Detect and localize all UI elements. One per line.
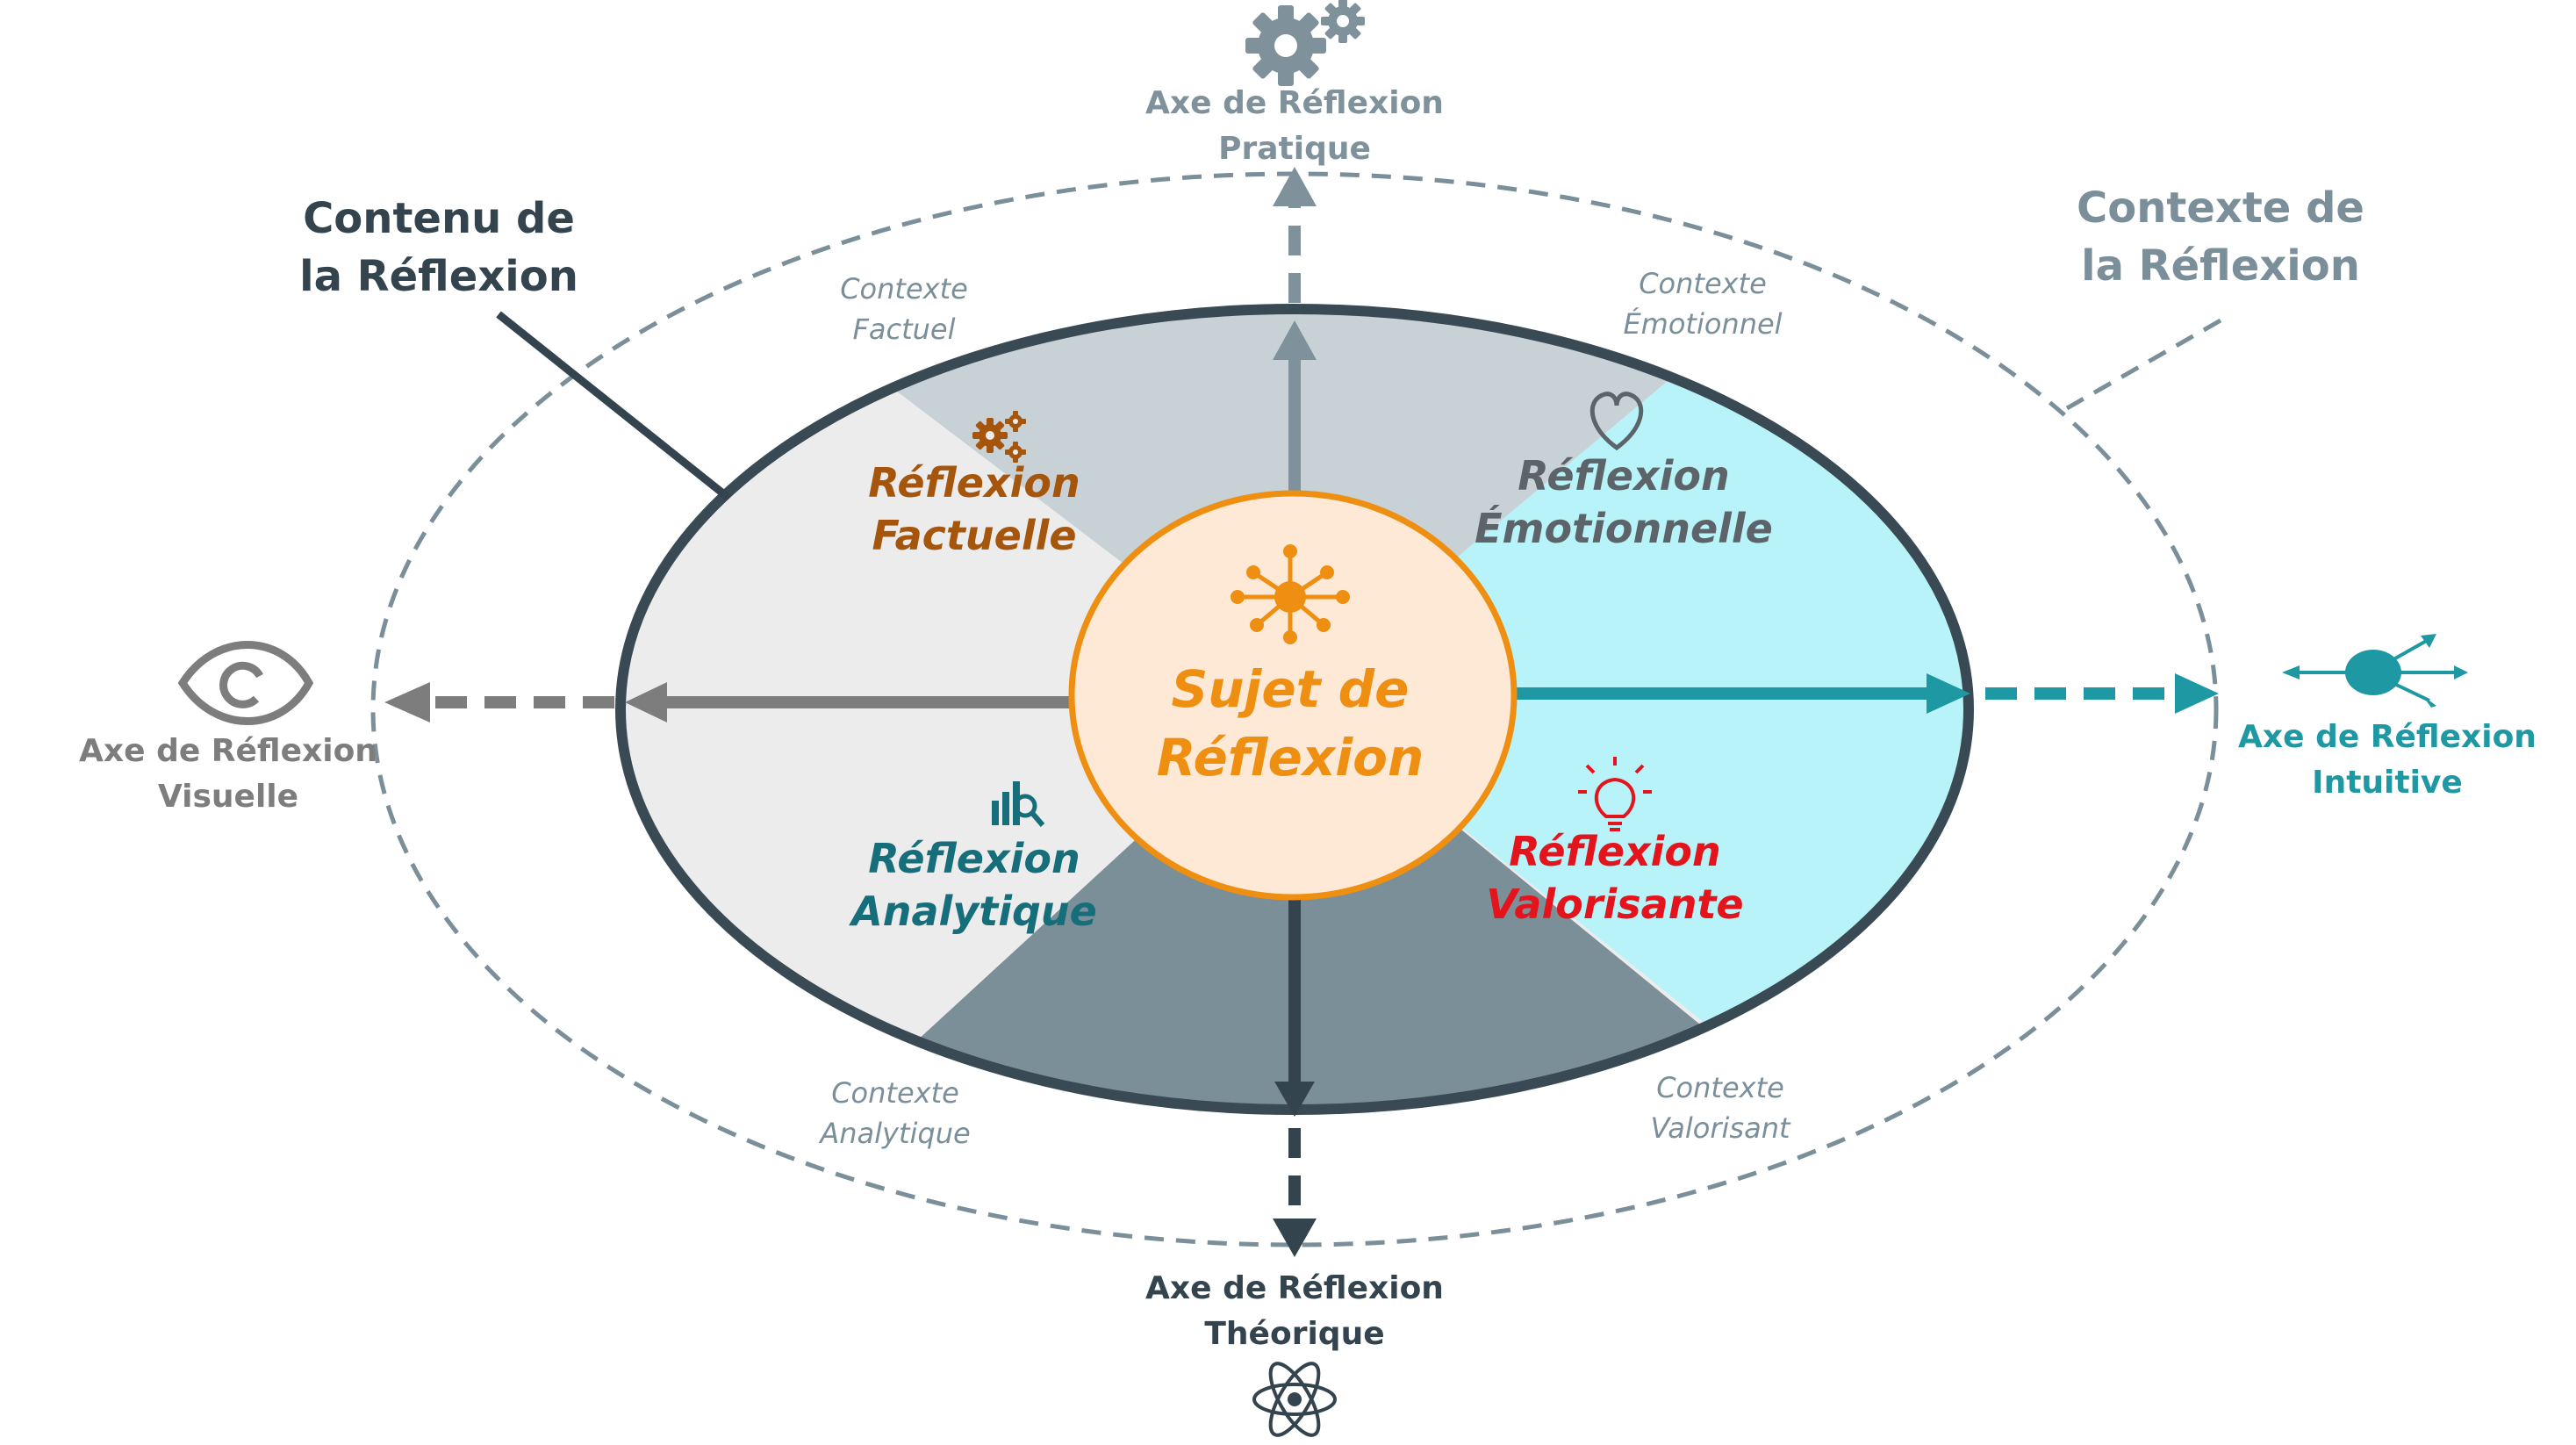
content-pointer-line <box>496 311 731 501</box>
quadrant-bottom <box>807 694 1843 1110</box>
bottom-axis-outer-arrowhead <box>1273 1219 1317 1257</box>
content-label: Contenu de la Réflexion <box>299 194 578 301</box>
bottom-axis-label: Axe de Réflexion Théorique <box>1145 1270 1444 1352</box>
section-emotionnelle-label: Réflexion Émotionnelle <box>1475 452 1773 552</box>
top-axis-label: Axe de Réflexion Pratique <box>1145 85 1444 167</box>
lightbulb-icon <box>1578 757 1652 831</box>
left-axis-outer-arrowhead <box>384 682 430 722</box>
context-pointer-line <box>2065 318 2222 411</box>
context-analytique-label: Contexte Analytique <box>820 1076 971 1150</box>
section-factuelle-label: Réflexion Factuelle <box>868 459 1080 559</box>
sun-network-icon <box>1231 544 1350 644</box>
section-analytique-label: Réflexion Analytique <box>851 835 1097 935</box>
context-valorisant-label: Contexte Valorisant <box>1650 1071 1790 1145</box>
atom-icon <box>1252 1362 1337 1437</box>
right-axis-outer-arrowhead <box>2175 673 2219 714</box>
node-arrows-icon <box>2282 634 2468 708</box>
context-label: Contexte de la Réflexion <box>2077 183 2364 291</box>
right-axis-inner-arrowhead <box>1927 673 1970 714</box>
center-circle <box>1068 490 1518 901</box>
left-axis-label: Axe de Réflexion Visuelle <box>79 733 377 815</box>
center-title: Sujet de Réflexion <box>1156 659 1424 787</box>
left-axis-inner-arrowhead <box>625 682 667 722</box>
analytics-icon <box>992 781 1045 827</box>
factuelle-gears-icon <box>972 411 1026 463</box>
eye-icon <box>177 641 314 725</box>
context-factuel-label: Contexte Factuel <box>840 272 968 346</box>
context-emotionnel-label: Contexte Émotionnel <box>1623 267 1783 341</box>
heart-icon <box>1589 392 1644 451</box>
quadrant-top <box>728 309 1808 694</box>
section-valorisante-label: Réflexion Valorisante <box>1486 828 1744 928</box>
bottom-axis-inner-arrowhead <box>1274 1082 1315 1117</box>
gears-icon <box>1245 0 1365 86</box>
right-axis-label: Axe de Réflexion Intuitive <box>2238 719 2537 801</box>
top-axis-inner-arrowhead <box>1273 320 1317 360</box>
top-axis-outer-arrowhead <box>1273 167 1317 206</box>
